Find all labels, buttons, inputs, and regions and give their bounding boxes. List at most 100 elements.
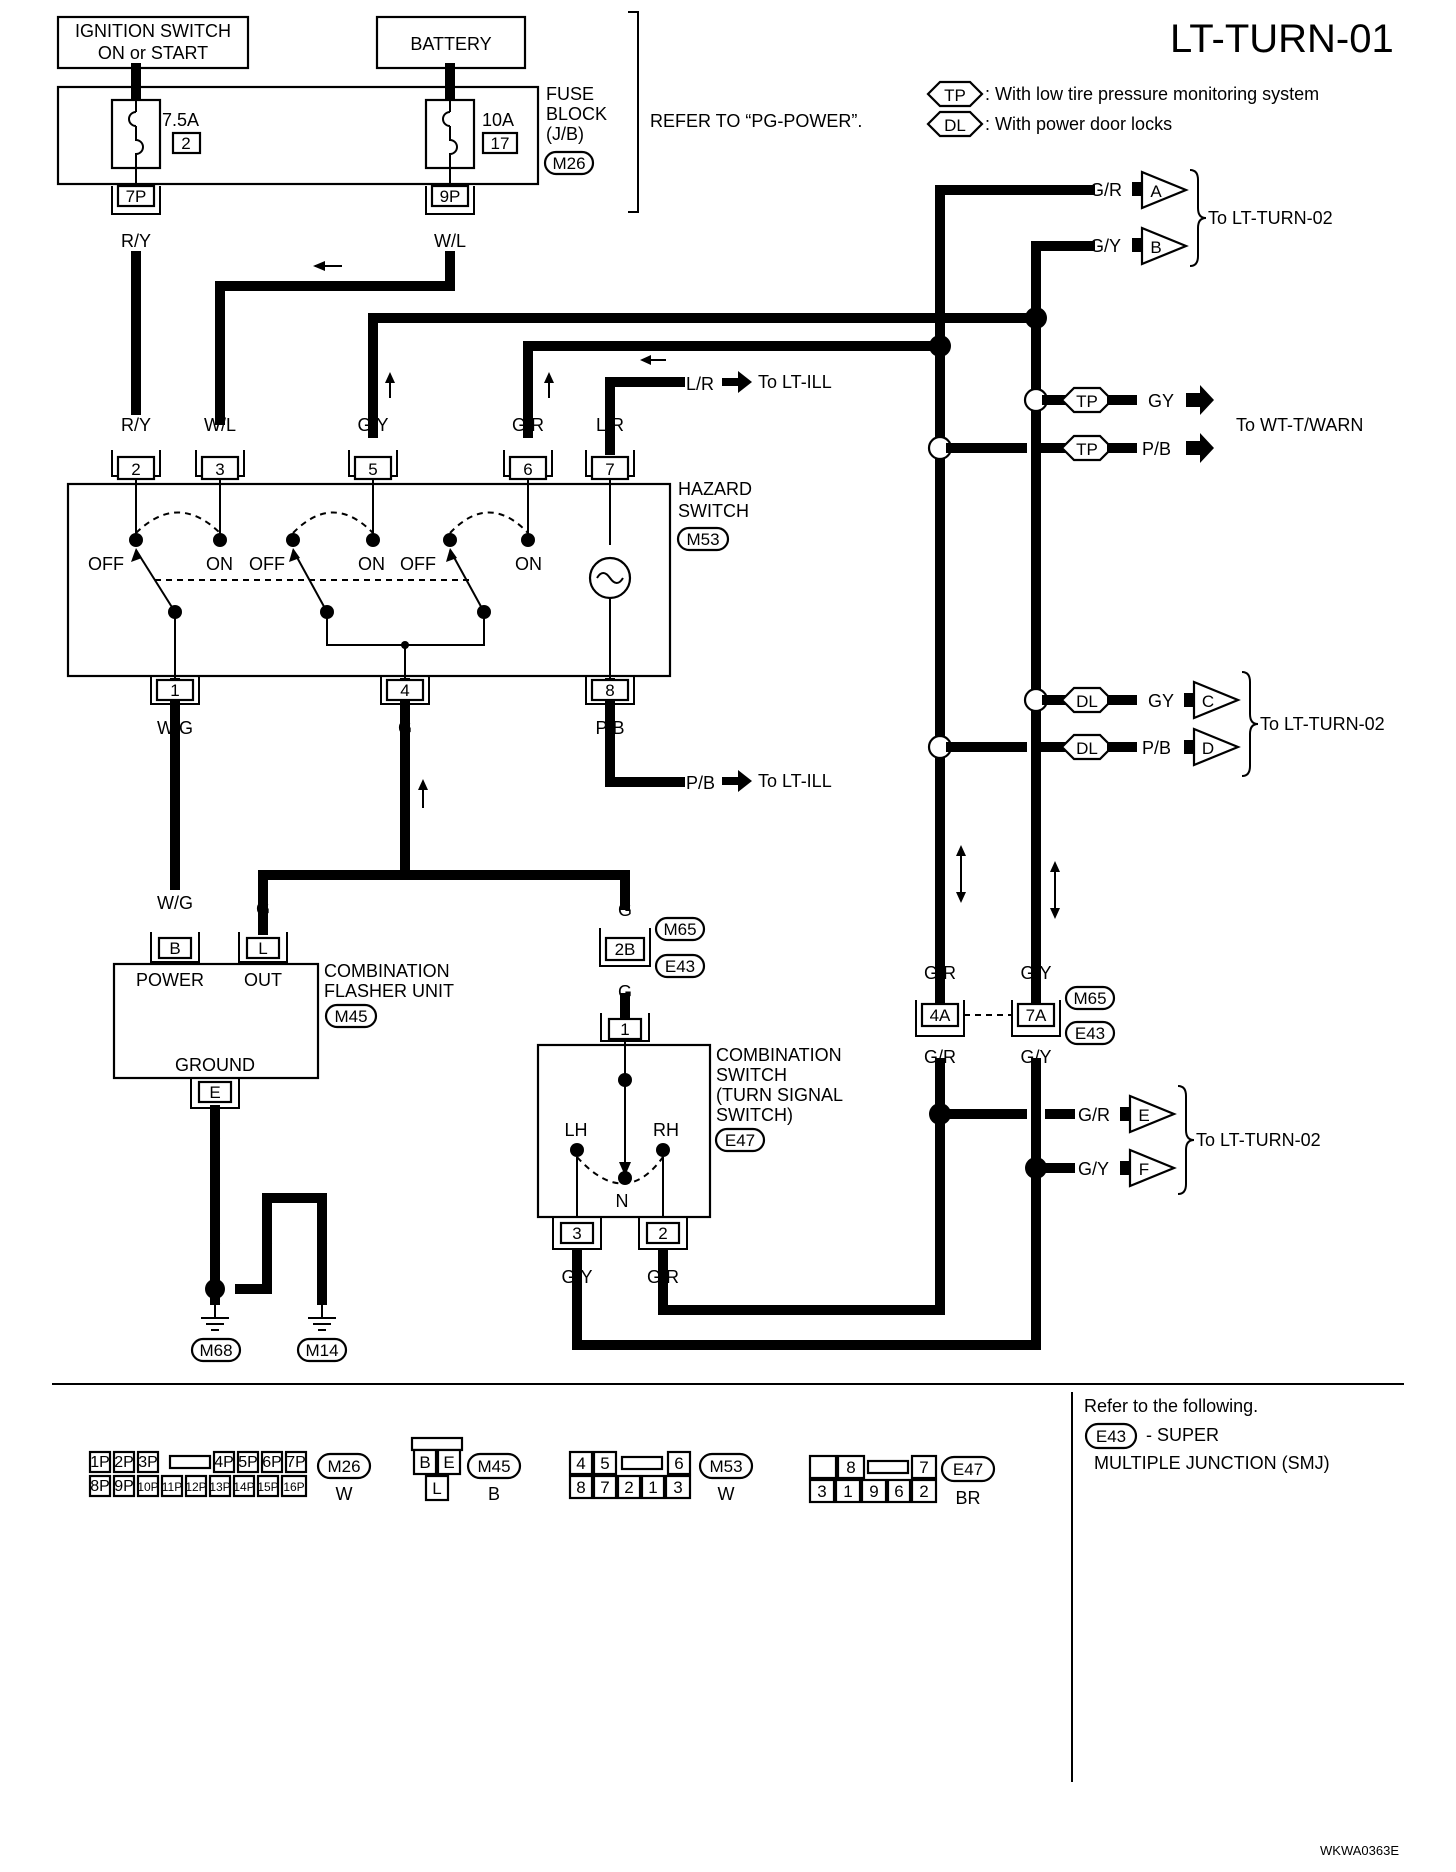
flasher-pin-l-shell [238, 932, 288, 963]
smj-2b-m-oval [654, 916, 706, 942]
m26-cell-label: 10P [137, 1480, 158, 1494]
e47-cell-label: 2 [919, 1482, 928, 1501]
conn-7p-label: 7P [126, 187, 147, 206]
e47-cell [910, 1454, 938, 1480]
m26-cell [88, 1474, 112, 1498]
wire-label-3: W/L [204, 415, 236, 435]
m26-cell-label: 4P [214, 1454, 234, 1471]
turn-conn-oval [714, 1127, 766, 1153]
wire-7p-color: R/Y [121, 231, 151, 251]
figure-code: WKWA0363E [1320, 1843, 1399, 1858]
junction-gy-1 [1025, 307, 1047, 329]
m26-key [168, 1454, 212, 1470]
out-e-triangle [1128, 1094, 1177, 1134]
flasher-label-1: COMBINATION [324, 961, 450, 981]
fuse-block-label-1: FUSE [546, 84, 594, 104]
label-on-1: ON [206, 554, 233, 574]
turn-pin-3: 3 [572, 1224, 581, 1243]
tp-pb-arrow-icon [1186, 433, 1214, 463]
out-a-tag: A [1150, 182, 1162, 201]
e47-cell-label: 7 [919, 1458, 928, 1477]
pin-shell-1 [150, 676, 200, 705]
fuse-2-num-box [481, 131, 519, 155]
turn-wire-3: G/Y [561, 1267, 592, 1287]
hazard-conn-oval [676, 526, 730, 552]
smj-4a-shell [915, 1000, 965, 1037]
turn-blade-tip [619, 1162, 631, 1176]
wire-pb-ill [605, 678, 685, 787]
brace-ef [1177, 1085, 1195, 1195]
m26-cell [280, 1474, 308, 1498]
out-e-term [1120, 1107, 1130, 1121]
out-f-tag: F [1139, 1160, 1149, 1179]
flow-arrows [313, 261, 1060, 919]
pin-5: 5 [368, 460, 377, 479]
m26-cell-label: 16P [283, 1480, 304, 1494]
out-e-wire: G/R [1078, 1105, 1110, 1125]
fuse-1-num-box [171, 131, 202, 155]
m53-name-oval [698, 1452, 754, 1480]
m53-cell [568, 1450, 594, 1476]
m26-cell [260, 1450, 284, 1474]
turn-pin-3-shell [552, 1217, 602, 1250]
brace-cd [1241, 671, 1259, 777]
turn-n: N [616, 1191, 629, 1211]
smj-m-oval [1064, 985, 1116, 1011]
flasher-unit: W/G G B L POWER OUT GROUND E COMBINATION… [112, 893, 454, 1109]
e47-cell [808, 1478, 836, 1504]
m26-cell-label: 11P [162, 1480, 182, 1494]
arc-3 [449, 511, 529, 534]
tp-tag-shape [926, 80, 984, 108]
ignition-box [56, 15, 250, 70]
legend-dl-text: : With power door locks [985, 114, 1172, 134]
flasher-conn: M45 [334, 1007, 367, 1026]
arrow-bi-1-down [956, 892, 966, 903]
dl-gy-wire: GY [1148, 691, 1174, 711]
smj-4a-7a: G/R G/Y 4A 7A M65 E43 G/R G/Y [915, 963, 1116, 1067]
e47-key [866, 1459, 910, 1475]
contact-on-1 [213, 533, 227, 547]
fuse-block-label-3: (J/B) [546, 124, 584, 144]
to-lt-ill-top: L/R To LT-ILL [686, 371, 832, 394]
wire-gr-top [523, 341, 945, 438]
e47-cell-label: 8 [846, 1458, 855, 1477]
dl-pb-wire: P/B [1142, 738, 1171, 758]
m45-name: M45 [477, 1457, 510, 1476]
turn-conn: E47 [725, 1131, 755, 1150]
brace-ab [1189, 169, 1207, 267]
hazard-bottom-pins: 1 W/G 4 G 8 P/B [150, 676, 635, 738]
ignition-label-2: ON or START [98, 43, 208, 63]
lamp-filament [596, 572, 624, 584]
e47-name: E47 [953, 1460, 983, 1479]
pin-3: 3 [215, 460, 224, 479]
wire-wl [215, 251, 455, 425]
m45-cell-label: L [432, 1479, 441, 1498]
connector-m53: 4 5 6 8 7 2 1 3 M53 W [568, 1450, 754, 1504]
arrow-gr-head [544, 372, 554, 383]
flasher-pin-e-box [197, 1080, 233, 1104]
turn-pin-3-box [559, 1221, 595, 1245]
tp-pb-wire: P/B [1142, 439, 1171, 459]
out-cd-to: To LT-TURN-02 [1260, 714, 1385, 734]
m45-cell [424, 1474, 450, 1502]
ground-wire-1: B [209, 1126, 221, 1146]
smj-2b-shell [599, 928, 651, 967]
label-off-2: OFF [249, 554, 285, 574]
wire-ground-b2 [235, 1193, 327, 1305]
blade-3-tip [446, 548, 457, 562]
out-b-term [1132, 238, 1142, 252]
smj-4a-pin: 4A [930, 1006, 951, 1025]
m26-cell [160, 1474, 184, 1498]
smj-2b-wire-bottom: G [618, 982, 632, 1002]
m53-cell-label: 5 [600, 1454, 609, 1473]
e47-cell [836, 1454, 866, 1480]
e47-cell [860, 1478, 888, 1504]
flasher-box [112, 962, 320, 1080]
m26-cell [256, 1474, 280, 1498]
turn-pin-1: 1 [620, 1020, 629, 1039]
smj-4a-wire-top: G/R [924, 963, 956, 983]
hazard-switch: HAZARD SWITCH M53 2 R/Y 3 W/L 5 G/Y 6 G/… [66, 415, 752, 738]
m53-cell [640, 1474, 666, 1500]
m26-cell [112, 1474, 136, 1498]
